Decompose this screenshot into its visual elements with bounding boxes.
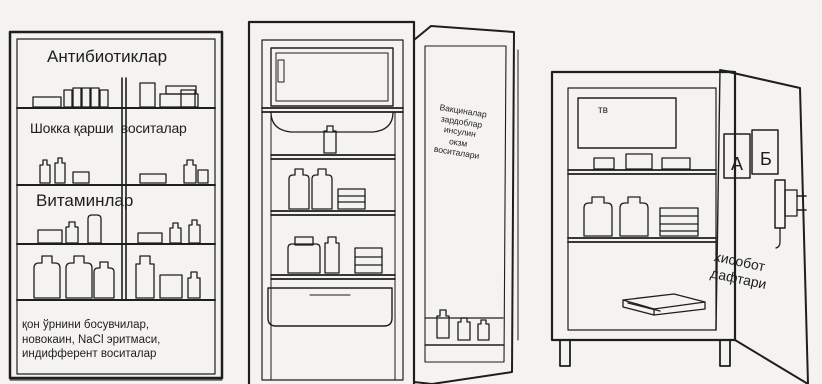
- anti-shock-label: Шокка қарши воситалар: [30, 121, 187, 135]
- blood-substitutes-line-2: новокаин, NaCl эритмаси,: [22, 333, 212, 348]
- blood-substitutes-line-3: индифферент воситалар: [22, 347, 212, 362]
- section-a-label: А: [731, 155, 743, 173]
- large-bottles: [34, 256, 200, 298]
- vitamin-bottles: [38, 215, 200, 243]
- refrigerator-records: [552, 70, 808, 384]
- blood-substitutes-label: қон ўрнини босувчилар, новокаин, NaCl эр…: [22, 318, 212, 362]
- medicine-boxes: [33, 83, 198, 107]
- blood-substitutes-line-1: қон ўрнини босувчилар,: [22, 318, 212, 333]
- refrigerator-vaccines: [249, 22, 518, 384]
- section-b-label: Б: [760, 150, 772, 168]
- vitamins-label: Витаминлар: [36, 192, 133, 209]
- medicine-bottles: [40, 158, 208, 183]
- antibiotics-label: Антибиотиклар: [47, 48, 167, 65]
- freezer-tag: тв: [598, 106, 608, 116]
- report-book: [623, 294, 705, 315]
